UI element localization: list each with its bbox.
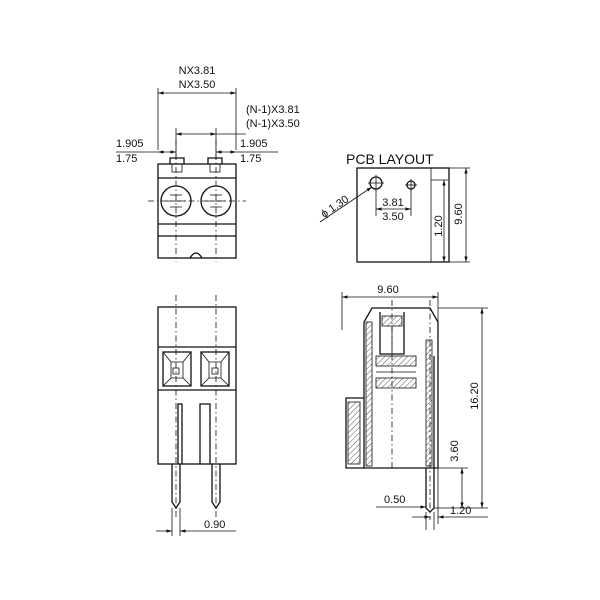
pitch-label-1: (N-1)X3.81 xyxy=(246,104,300,116)
side-height-label: 16.20 xyxy=(469,382,481,410)
front-view: 0.90 xyxy=(156,295,237,536)
entry-square-2 xyxy=(211,367,219,375)
hole-dia-leader xyxy=(319,186,373,223)
hole-dia-label: ϕ 1.30 xyxy=(319,193,351,220)
pcb-layout-title: PCB LAYOUT xyxy=(346,151,434,167)
left-wall-hatch xyxy=(365,321,373,467)
entry-square-1 xyxy=(172,367,180,375)
side-width-label: 9.60 xyxy=(377,284,398,296)
top-view: NX3.81 NX3.50 (N-1)X3.81 (N-1)X3.50 1.90… xyxy=(116,65,300,262)
left-offset-label-2: 1.75 xyxy=(116,153,137,165)
pitch-label-2: (N-1)X3.50 xyxy=(246,118,300,130)
pin-width-label: 0.90 xyxy=(204,519,225,531)
side-left-step xyxy=(345,397,364,469)
pcb-pitch-label-1: 3.81 xyxy=(382,197,403,209)
overall-width-label-2: NX3.50 xyxy=(179,79,216,91)
clamp-bottom xyxy=(375,377,417,389)
pcb-outline xyxy=(356,167,450,263)
latch-inner-2 xyxy=(209,164,221,173)
lower-slot-2 xyxy=(199,403,211,464)
right-offset-label-2: 1.75 xyxy=(240,153,261,165)
pin-offset-label: 1.20 xyxy=(450,505,471,517)
pcb-pitch-label-2: 3.50 xyxy=(382,211,403,223)
pin-thickness-label: 0.50 xyxy=(384,494,405,506)
wire-entry-1 xyxy=(162,351,192,387)
left-offset-label-1: 1.905 xyxy=(116,138,144,150)
clamp-top xyxy=(375,355,417,367)
pcb-height-total-label: 9.60 xyxy=(453,203,465,224)
wire-entry-2 xyxy=(200,351,230,387)
entry-detail-1 xyxy=(162,351,192,387)
bottom-notch xyxy=(189,252,203,259)
top-latch-2 xyxy=(207,157,223,164)
pin-length-label: 3.60 xyxy=(449,440,461,461)
overall-width-label-1: NX3.81 xyxy=(179,65,216,77)
pcb-height-small-label: 1.20 xyxy=(433,215,445,236)
front-body-outline xyxy=(157,306,237,465)
pcb-layout: PCB LAYOUT ϕ 1.30 3.81 3.50 1.20 9.60 xyxy=(319,151,470,263)
right-offset-label-1: 1.905 xyxy=(240,138,268,150)
latch-inner-1 xyxy=(171,164,183,173)
side-view: 9.60 16.20 3.60 0.50 xyxy=(341,284,488,530)
entry-detail-2 xyxy=(200,351,230,387)
top-latch-1 xyxy=(169,157,185,164)
lower-slot-1 xyxy=(177,403,183,464)
right-wall-hatch xyxy=(425,339,433,467)
top-body-outline xyxy=(157,163,237,259)
side-step-hatch xyxy=(347,401,361,465)
